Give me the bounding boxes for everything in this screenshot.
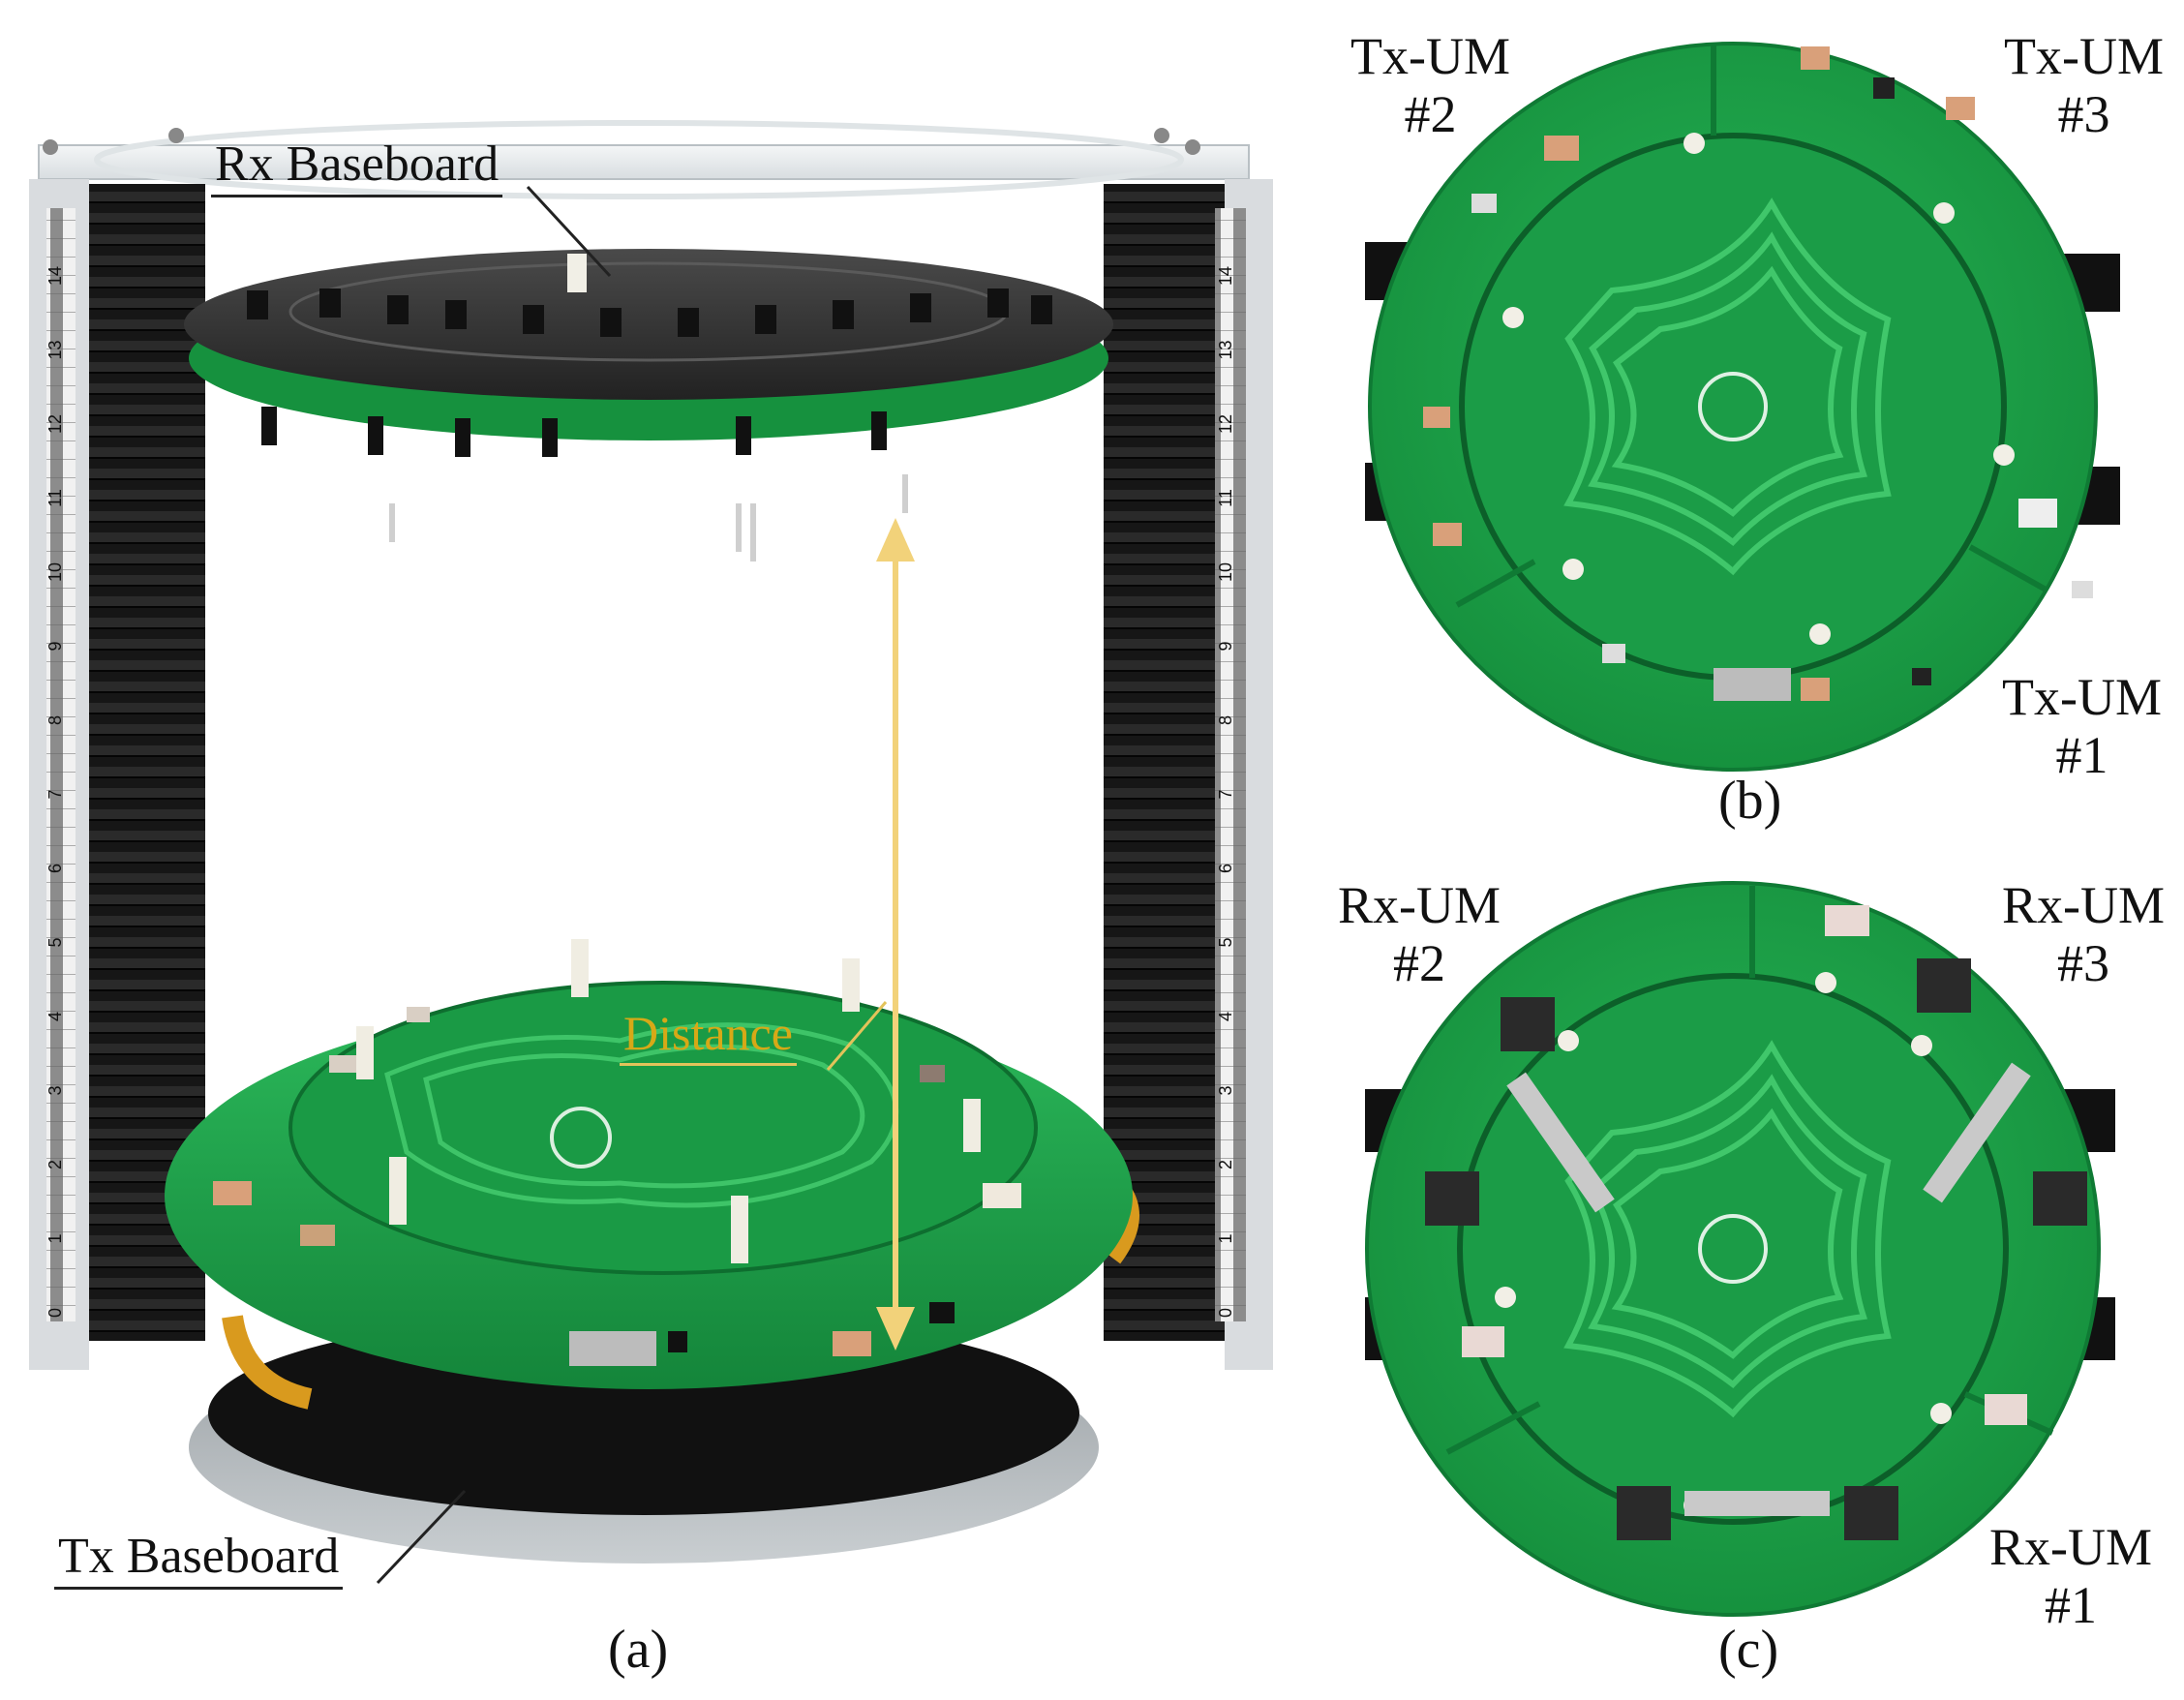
ruler-tick-label: 11 xyxy=(1216,489,1235,507)
ruler-tick-label: 0 xyxy=(46,1308,65,1318)
ruler-tick-label: 12 xyxy=(46,414,65,434)
rx-leader-line xyxy=(526,185,612,278)
ruler-tick-label: 9 xyxy=(1216,641,1235,651)
ruler-tick-label: 6 xyxy=(46,864,65,873)
rx-connectors xyxy=(247,288,1052,457)
tx-components xyxy=(213,1007,1021,1366)
ruler-tick-label: 3 xyxy=(1216,1085,1235,1095)
right-ruler xyxy=(1215,208,1246,1321)
rx-um-1-label: Rx-UM #1 xyxy=(1989,1518,2153,1634)
distance-arrow xyxy=(876,518,915,1351)
acrylic-ring xyxy=(94,120,1184,199)
ruler-tick-label: 14 xyxy=(1216,266,1235,286)
rx-um-2-label: Rx-UM #2 xyxy=(1338,876,1502,992)
rx-um-3-label: Rx-UM #3 xyxy=(2002,876,2166,992)
ruler-tick-label: 8 xyxy=(1216,715,1235,725)
ruler-tick-label: 4 xyxy=(1216,1012,1235,1021)
tx-um-dividers xyxy=(1455,44,2049,608)
caption-c: (c) xyxy=(1718,1620,1779,1680)
tx-um-1-label: Tx-UM #1 xyxy=(2002,668,2162,784)
ruler-tick-label: 1 xyxy=(1216,1233,1235,1243)
ruler-tick-label: 1 xyxy=(46,1233,65,1243)
ruler-tick-label: 10 xyxy=(1216,562,1235,582)
screw-icon xyxy=(1185,139,1200,155)
university-logo-icon xyxy=(1698,372,1768,441)
copper-litz-wire xyxy=(222,1315,313,1410)
caption-a: (a) xyxy=(608,1620,669,1680)
tx-um-2-label: Tx-UM #2 xyxy=(1350,27,1510,143)
tx-baseboard-label: Tx Baseboard xyxy=(54,1528,344,1590)
rx-pins xyxy=(389,474,908,562)
left-ruler xyxy=(46,208,76,1321)
ruler-tick-label: 6 xyxy=(1216,864,1235,873)
ruler-tick-label: 0 xyxy=(1216,1308,1235,1318)
nylon-standoff xyxy=(567,254,587,292)
distance-label: Distance xyxy=(620,1005,797,1066)
tx-coil-board xyxy=(288,981,1038,1275)
tx-um-3-label: Tx-UM #3 xyxy=(2004,27,2164,143)
ruler-tick-label: 11 xyxy=(46,489,65,507)
tx-um-components xyxy=(1423,46,2093,701)
ruler-tick-label: 9 xyxy=(46,641,65,651)
tx-coil xyxy=(1459,133,2007,681)
university-logo-icon xyxy=(550,1107,612,1169)
nylon-standoffs xyxy=(356,939,981,1263)
ruler-tick-label: 5 xyxy=(46,937,65,947)
ruler-tick-label: 2 xyxy=(46,1160,65,1169)
panel-c-photo xyxy=(1365,881,2115,1617)
ruler-tick-label: 3 xyxy=(46,1085,65,1095)
rx-um-components xyxy=(1425,905,2087,1540)
tx-standoffs xyxy=(1502,133,2015,645)
ruler-tick-label: 2 xyxy=(1216,1160,1235,1169)
ruler-tick-label: 7 xyxy=(46,789,65,799)
screw-icon xyxy=(1154,128,1169,143)
ruler-tick-label: 13 xyxy=(1216,340,1235,359)
screw-icon xyxy=(43,139,58,155)
distance-leader-line xyxy=(826,1001,888,1071)
ruler-tick-label: 5 xyxy=(1216,937,1235,947)
screw-icon xyxy=(168,128,184,143)
rx-coil xyxy=(1457,973,2009,1525)
ruler-tick-label: 10 xyxy=(46,562,65,582)
ruler-tick-label: 8 xyxy=(46,715,65,725)
ruler-tick-label: 7 xyxy=(1216,789,1235,799)
ruler-tick-label: 4 xyxy=(46,1012,65,1021)
rx-baseboard-label: Rx Baseboard xyxy=(211,136,503,197)
ruler-tick-label: 12 xyxy=(1216,414,1235,434)
ruler-tick-label: 13 xyxy=(46,340,65,359)
tx-star-coil-traces xyxy=(1563,197,1892,576)
ruler-tick-label: 14 xyxy=(46,266,65,286)
university-logo-icon xyxy=(1698,1214,1768,1284)
caption-b: (b) xyxy=(1718,771,1782,831)
panel-b-photo xyxy=(1365,42,2120,772)
right-heatsink xyxy=(1104,184,1225,1341)
tx-leader-line xyxy=(376,1489,467,1585)
rx-star-coil-traces xyxy=(1563,1040,1892,1418)
rx-baseboard xyxy=(184,249,1113,400)
